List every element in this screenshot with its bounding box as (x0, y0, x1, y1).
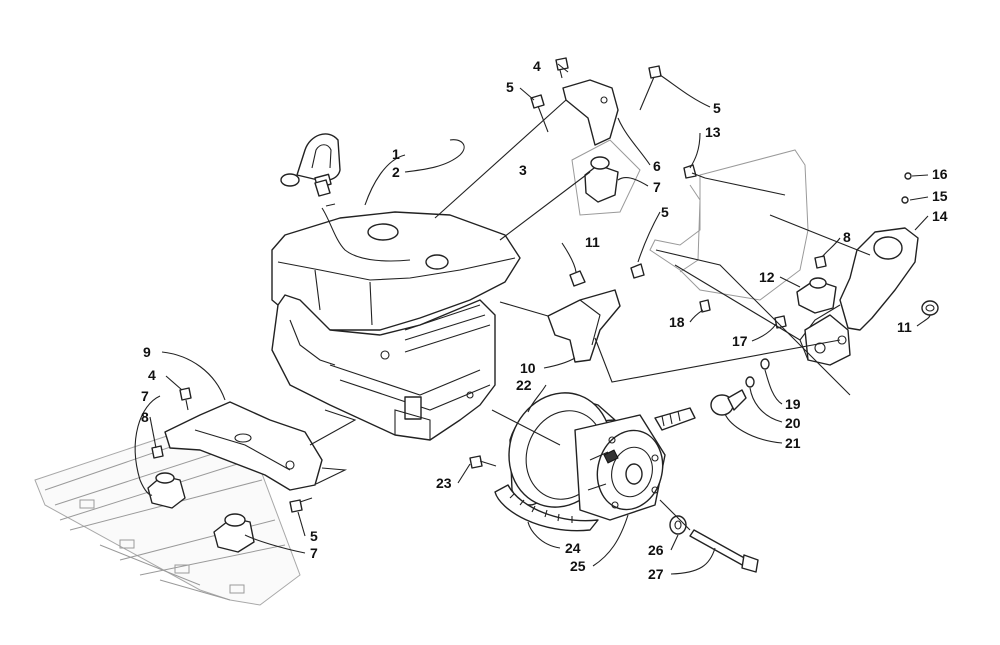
callout-25: 25 (570, 558, 586, 574)
callout-10: 10 (520, 360, 536, 376)
bolt-4-left (179, 387, 192, 411)
bolt-top-5a (530, 94, 549, 133)
isolator-7-left (147, 472, 186, 509)
callout-20: 20 (785, 415, 801, 431)
clip (314, 179, 331, 197)
callout-18: 18 (669, 314, 685, 330)
callout-27: 27 (648, 566, 664, 582)
nut-11-center (569, 270, 586, 287)
callout-8-right: 8 (843, 229, 851, 245)
isolator-7-lower (213, 513, 255, 553)
callout-11-center: 11 (585, 234, 600, 250)
callout-5-top-left: 5 (506, 79, 514, 95)
callout-11-right: 11 (897, 319, 912, 335)
bolt-23 (469, 455, 497, 469)
washers-19-20 (745, 358, 770, 388)
lower-mount-bracket (164, 401, 323, 491)
callout-9: 9 (143, 344, 151, 360)
callout-16: 16 (932, 166, 948, 182)
center-bracket (547, 289, 621, 363)
callout-7-lower: 7 (310, 545, 318, 561)
bolt-5-left (289, 497, 313, 513)
chassis-rail-ghost (34, 419, 301, 606)
bolt-18 (699, 299, 711, 313)
upper-mount-isolator (571, 139, 641, 216)
callout-19: 19 (785, 396, 801, 412)
assembly-lines (309, 99, 871, 531)
bolt-17 (774, 315, 787, 329)
washer-15 (901, 196, 909, 204)
chaincase-cover (799, 227, 919, 366)
nut-8-right (814, 255, 827, 269)
engine (271, 203, 521, 441)
callout-6: 6 (653, 158, 661, 174)
pull-handle (280, 133, 341, 189)
upper-mount-bracket (562, 79, 619, 146)
callout-8-left: 8 (141, 409, 149, 425)
callout-5-left: 5 (310, 528, 318, 544)
callout-14: 14 (932, 208, 948, 224)
callout-26: 26 (648, 542, 664, 558)
plug-16 (904, 172, 912, 180)
callout-5-center: 5 (661, 204, 669, 220)
callout-7-top: 7 (653, 179, 661, 195)
callout-4-left: 4 (148, 367, 156, 383)
bolt-27 (689, 529, 759, 573)
callout-3: 3 (519, 162, 527, 178)
chaincase-ghost (649, 149, 809, 301)
callout-leaders (134, 63, 931, 575)
drive-clutch (508, 392, 666, 521)
callout-12: 12 (759, 269, 775, 285)
bolt-5-center (630, 263, 645, 279)
knob-21 (710, 389, 747, 416)
callout-1: 1 (392, 146, 400, 162)
washer-26 (669, 515, 687, 535)
callout-13: 13 (705, 124, 721, 140)
bolt-top-4 (555, 57, 569, 79)
callout-5-top-right: 5 (713, 100, 721, 116)
callout-23: 23 (436, 475, 452, 491)
callout-21: 21 (785, 435, 801, 451)
callout-24: 24 (565, 540, 581, 556)
callout-17: 17 (732, 333, 748, 349)
callout-2: 2 (392, 164, 400, 180)
callout-15: 15 (932, 188, 948, 204)
bolt-13 (683, 164, 706, 179)
bolt-top-5b (639, 65, 662, 111)
nut-8-left (151, 445, 164, 459)
callout-4-top: 4 (533, 58, 541, 74)
callout-22: 22 (516, 377, 532, 393)
nut-11-right (921, 300, 939, 316)
mount-12 (796, 277, 837, 314)
callout-7-left: 7 (141, 388, 149, 404)
drive-belt (494, 407, 696, 532)
